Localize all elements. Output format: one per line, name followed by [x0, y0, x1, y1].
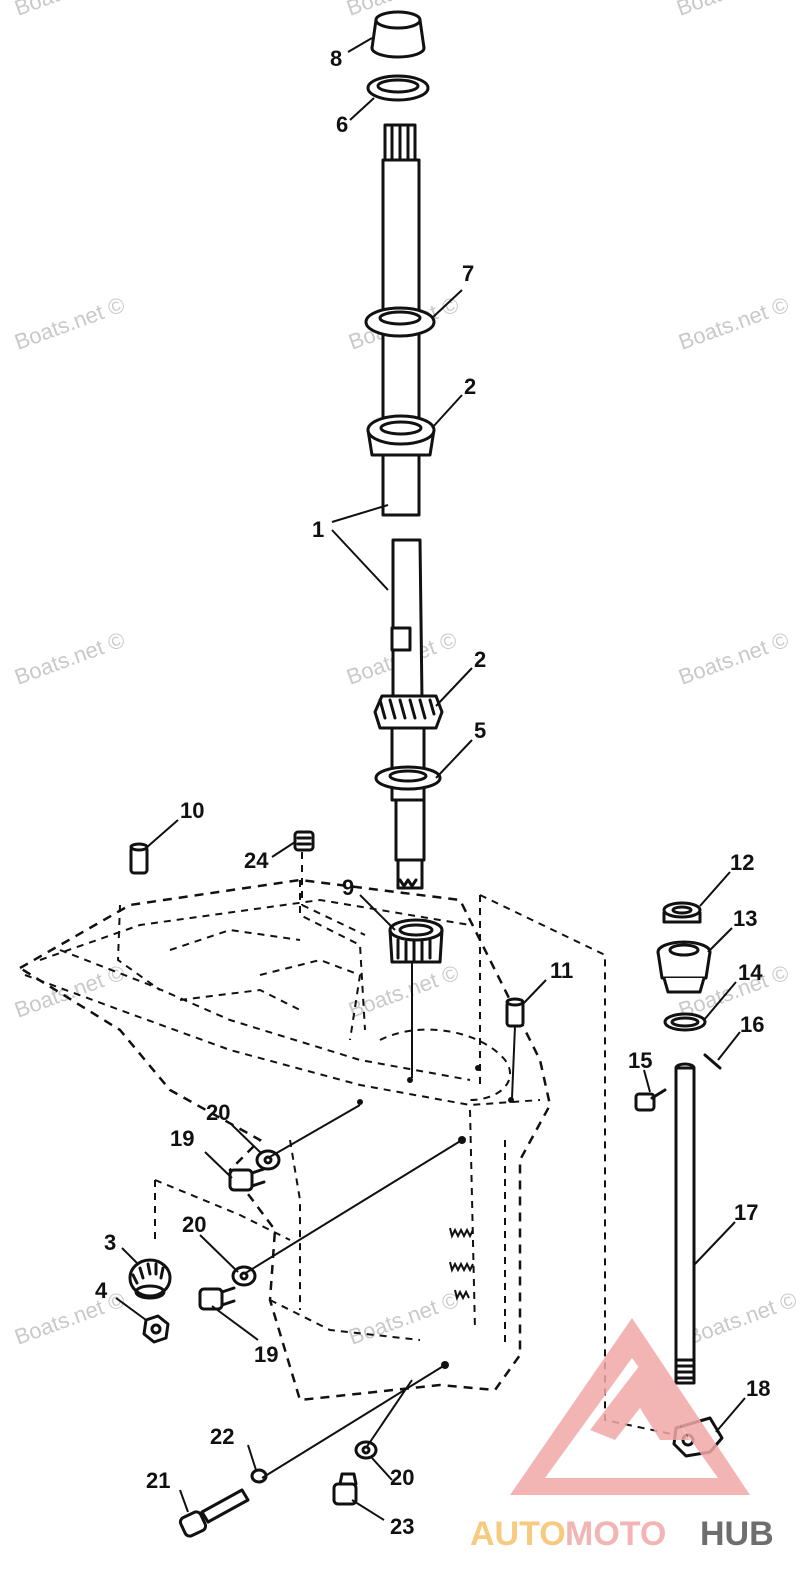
callout-11: 11: [550, 958, 573, 983]
callout-19: 19: [254, 1342, 278, 1367]
callout-19: 19: [170, 1126, 194, 1151]
logo-text-hub: HUB: [700, 1515, 774, 1553]
part-8-sleeve: [370, 10, 426, 59]
callout-16: 16: [740, 1012, 764, 1037]
callout-18: 18: [746, 1376, 770, 1401]
callout-7: 7: [462, 261, 474, 286]
part-12-bushing: [662, 901, 702, 924]
automotohub-logo: AUTO MOTO HUB: [470, 1318, 774, 1553]
part-3-pinion-gear: [128, 1258, 172, 1300]
part-21-screw: [178, 1488, 250, 1538]
leader-lines: [115, 37, 746, 1521]
callout-17: 17: [734, 1200, 758, 1225]
part-15-pin: [634, 1088, 667, 1112]
watermark: Boats.net ©: [11, 292, 128, 355]
logo-text-auto: AUTO: [470, 1515, 566, 1553]
callout-4: 4: [95, 1278, 108, 1303]
part-13-grommet: [656, 940, 712, 994]
part-20-washer-upper: [255, 1149, 281, 1171]
logo-text-moto: MOTO: [565, 1515, 666, 1553]
callout-2: 2: [474, 647, 486, 672]
watermark: Boats.net ©: [11, 0, 128, 21]
callout-1: 1: [312, 517, 324, 542]
part-2-bearing-upper: [366, 414, 436, 457]
part-20-washer-lower: [354, 1440, 378, 1460]
watermark: Boats.net ©: [673, 0, 790, 21]
callout-21: 21: [146, 1468, 170, 1493]
part-4-nut: [142, 1314, 170, 1344]
callout-20: 20: [206, 1100, 230, 1125]
watermark: Boats.net ©: [675, 627, 792, 690]
part-16-cotter-pin: [703, 1053, 722, 1070]
logo-triangle-icon: [510, 1318, 750, 1495]
part-7-seal: [364, 306, 436, 338]
watermark: Boats.net ©: [11, 1287, 128, 1350]
callout-6: 6: [336, 112, 348, 137]
callout-15: 15: [628, 1048, 652, 1073]
part-2-bearing-lower: [373, 694, 444, 730]
part-6-washer: [366, 74, 430, 102]
callout-9: 9: [342, 875, 354, 900]
watermark: Boats.net ©: [345, 1287, 462, 1350]
callout-20: 20: [390, 1465, 414, 1490]
callout-23: 23: [390, 1514, 414, 1539]
callout-10: 10: [180, 798, 204, 823]
callout-14: 14: [738, 960, 763, 985]
part-10-dowel: [129, 842, 149, 875]
part-24-plug: [293, 830, 366, 936]
callout-20: 20: [182, 1212, 206, 1237]
part-19-screw-lower: [198, 1286, 236, 1311]
callout-8: 8: [330, 46, 342, 71]
callout-2: 2: [464, 374, 476, 399]
callout-12: 12: [730, 850, 754, 875]
part-9-needle-bearing: [388, 918, 444, 964]
callout-24: 24: [244, 848, 269, 873]
assembly-lines: [243, 962, 516, 1479]
part-14-o-ring: [663, 1012, 707, 1032]
part-23-plug: [332, 1472, 358, 1506]
part-11-dowel: [505, 997, 525, 1028]
callout-5: 5: [474, 718, 486, 743]
watermark: Boats.net ©: [675, 292, 792, 355]
part-5-shim: [374, 765, 442, 791]
callout-22: 22: [210, 1424, 234, 1449]
gear-housing: [17, 878, 701, 1441]
watermark: Boats.net ©: [683, 1287, 800, 1350]
callout-13: 13: [733, 906, 757, 931]
part-callouts: 1 2 2 3 4 5 6 7 8 9 10 11 12 13 14 15 16…: [95, 46, 770, 1539]
watermark: Boats.net ©: [11, 627, 128, 690]
part-17-shift-shaft: [674, 1062, 696, 1385]
callout-3: 3: [104, 1230, 116, 1255]
part-19-screw-upper: [228, 1167, 266, 1192]
